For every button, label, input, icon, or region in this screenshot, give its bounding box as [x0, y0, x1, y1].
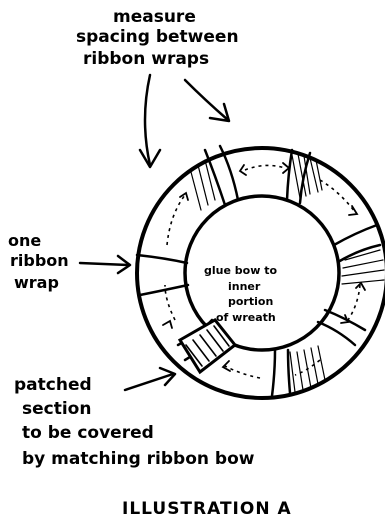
one-wrap-label-line3: wrap [14, 273, 59, 292]
glue-label-line1: glue bow to [204, 264, 277, 277]
covered-label-line2: by matching ribbon bow [22, 449, 255, 469]
patched-label-line1: patched [14, 375, 92, 395]
glue-label-line4: of wreath [216, 311, 276, 324]
patched-label-line2: section [22, 399, 91, 419]
glue-label-line3: portion [228, 295, 273, 308]
one-wrap-label-line2: ribbon [10, 251, 69, 270]
measure-arrow-right [185, 80, 228, 120]
patched-arrow [125, 374, 173, 390]
measure-arrow-left [145, 75, 150, 165]
one-wrap-arrow [80, 263, 128, 265]
covered-label-line1: to be covered [22, 423, 154, 443]
one-wrap-label-line1: one [8, 231, 41, 250]
measure-label-line1: measure [113, 7, 196, 27]
measure-label-line2: spacing between [76, 27, 239, 47]
glue-label-line2: inner [228, 280, 261, 293]
measure-label-line3: ribbon wraps [83, 49, 209, 69]
illustration-caption: ILLUSTRATION A [122, 499, 292, 519]
